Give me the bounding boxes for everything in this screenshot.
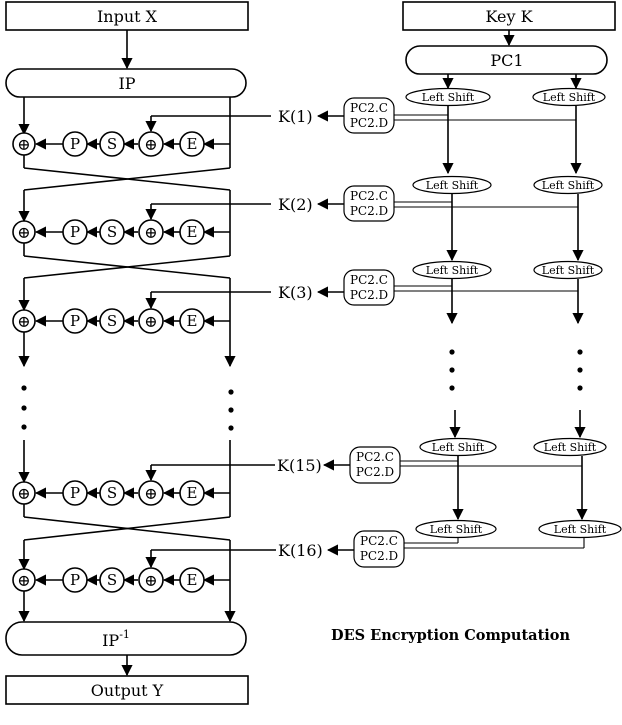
svg-text:S: S — [107, 571, 117, 589]
svg-text:PC2.D: PC2.D — [350, 116, 388, 130]
key-box: Key K — [402, 1, 616, 31]
svg-text:⊕: ⊕ — [17, 135, 30, 154]
pc1-label: PC1 — [490, 51, 523, 70]
pc2-box-2: PC2.C PC2.D — [343, 185, 395, 222]
svg-text:⊕: ⊕ — [144, 223, 157, 242]
svg-text:Left Shift: Left Shift — [422, 91, 475, 104]
left-shift-d-1: Left Shift — [532, 87, 606, 107]
pc2-box-16: PC2.C PC2.D — [353, 530, 405, 568]
svg-text:Left Shift: Left Shift — [542, 264, 595, 277]
svg-text:Left Shift: Left Shift — [542, 179, 595, 192]
svg-text:PC2.C: PC2.C — [350, 273, 388, 287]
svg-text:Left Shift: Left Shift — [426, 264, 479, 277]
svg-text:Left Shift: Left Shift — [544, 441, 597, 454]
key-label: Key K — [485, 7, 533, 26]
left-shift-d-3: Left Shift — [533, 260, 603, 280]
left-shift-c-1: Left Shift — [405, 87, 491, 107]
svg-text:P: P — [70, 135, 80, 153]
svg-text:P: P — [70, 484, 80, 502]
svg-text:⊕: ⊕ — [17, 484, 30, 503]
left-shift-d-2: Left Shift — [533, 175, 603, 195]
round-2: ⊕ P S ⊕ E — [12, 190, 231, 279]
ip-inverse-label: IP-1 — [102, 628, 130, 650]
svg-text:Left Shift: Left Shift — [430, 523, 483, 536]
left-shift-c-3: Left Shift — [412, 260, 492, 280]
svg-text:PC2.C: PC2.C — [356, 450, 394, 464]
svg-text:PC2.D: PC2.D — [360, 549, 398, 563]
svg-text:P: P — [70, 223, 80, 241]
svg-text:P: P — [70, 312, 80, 330]
ip-inverse-block: IP-1 — [5, 621, 247, 656]
pc1-block: PC1 — [405, 45, 608, 75]
left-shift-d-15: Left Shift — [533, 437, 607, 457]
svg-text:Left Shift: Left Shift — [426, 179, 479, 192]
input-label: Input X — [97, 7, 158, 26]
svg-text:PC2.C: PC2.C — [350, 101, 388, 115]
svg-text:⊕: ⊕ — [17, 312, 30, 331]
svg-text:⊕: ⊕ — [144, 571, 157, 590]
round-16: ⊕ P S ⊕ E — [12, 540, 236, 623]
svg-text:E: E — [187, 571, 198, 589]
svg-text:PC2.D: PC2.D — [356, 465, 394, 479]
ip-block: IP — [5, 68, 247, 98]
ellipsis-right — [449, 349, 583, 391]
pc2-box-15: PC2.C PC2.D — [349, 446, 401, 484]
svg-text:E: E — [187, 135, 198, 153]
input-box: Input X — [5, 1, 249, 31]
ip-label: IP — [118, 74, 135, 93]
svg-text:Left Shift: Left Shift — [432, 441, 485, 454]
svg-text:E: E — [187, 312, 198, 330]
svg-text:PC2.D: PC2.D — [350, 204, 388, 218]
diagram-caption: DES Encryption Computation — [331, 627, 570, 644]
svg-text:⊕: ⊕ — [144, 312, 157, 331]
round-1: ⊕ P S ⊕ E — [12, 97, 231, 191]
svg-text:⊕: ⊕ — [17, 571, 30, 590]
pc2-box-3: PC2.C PC2.D — [343, 269, 395, 306]
svg-text:PC2.C: PC2.C — [350, 189, 388, 203]
pc2-box-1: PC2.C PC2.D — [343, 97, 395, 134]
svg-text:Left Shift: Left Shift — [554, 523, 607, 536]
svg-text:⊕: ⊕ — [144, 135, 157, 154]
svg-text:S: S — [107, 484, 117, 502]
svg-text:E: E — [187, 484, 198, 502]
subkey-k3: K(3) — [278, 283, 313, 302]
subkey-k15: K(15) — [277, 456, 322, 475]
svg-text:S: S — [107, 135, 117, 153]
svg-text:P: P — [70, 571, 80, 589]
svg-text:S: S — [107, 312, 117, 330]
subkey-k2: K(2) — [278, 195, 313, 214]
svg-text:E: E — [187, 223, 198, 241]
round-15: ⊕ P S ⊕ E — [12, 440, 231, 541]
output-box: Output Y — [5, 675, 249, 705]
ellipsis-left — [21, 385, 234, 431]
subkey-k1: K(1) — [278, 107, 313, 126]
svg-text:⊕: ⊕ — [17, 223, 30, 242]
subkey-k16: K(16) — [278, 541, 323, 560]
svg-text:PC2.C: PC2.C — [360, 534, 398, 548]
left-shift-c-16: Left Shift — [415, 519, 497, 539]
left-shift-c-2: Left Shift — [412, 175, 492, 195]
output-label: Output Y — [91, 681, 164, 700]
svg-text:⊕: ⊕ — [144, 484, 157, 503]
svg-text:Left Shift: Left Shift — [543, 91, 596, 104]
left-shift-d-16: Left Shift — [538, 519, 622, 539]
svg-text:S: S — [107, 223, 117, 241]
left-shift-c-15: Left Shift — [419, 437, 497, 457]
svg-text:PC2.D: PC2.D — [350, 288, 388, 302]
